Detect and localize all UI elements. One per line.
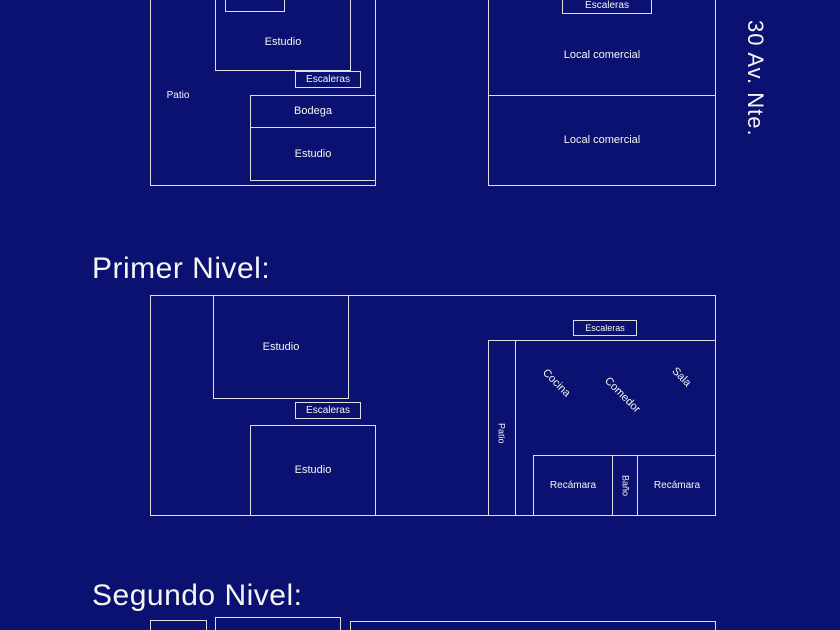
room-label: Local comercial (563, 48, 641, 61)
gf-stairwell-partial-box (225, 0, 285, 12)
room-label: Recámara (653, 480, 701, 491)
room-label: Local comercial (563, 134, 641, 146)
fn-room-estudio-bottom: Estudio (250, 425, 376, 516)
room-label: Patio (496, 422, 507, 444)
sf-partial-room-left (150, 620, 207, 630)
gf-room-local-comercial-1: Local comercial (488, 14, 716, 96)
room-label: Estudio (262, 340, 300, 353)
street-name-label: 30 Av. Nte. (743, 20, 768, 137)
fn-room-estudio-top: Estudio (213, 295, 349, 399)
fn-escaleras-left-box: Escaleras (295, 402, 361, 419)
gf-escaleras-right-box: Escaleras (562, 0, 652, 14)
room-label: Escaleras (585, 322, 625, 333)
gf-room-local-comercial-2: Local comercial (488, 96, 716, 185)
room-label: Escaleras (585, 0, 629, 11)
fn-room-bano: Baño (612, 455, 637, 516)
sf-partial-room-right (350, 621, 716, 630)
fn-room-recamara-2: Recámara (637, 455, 716, 516)
primer-nivel-heading: Primer Nivel: (92, 252, 271, 285)
gf-label-patio: Patio (166, 90, 190, 101)
gf-room-estudio-bottom: Estudio (250, 127, 376, 181)
gf-local-divider-wall (489, 95, 715, 96)
gf-right-building-outline (488, 0, 716, 186)
fn-patio-strip: Patio (494, 408, 508, 458)
sf-partial-room-middle (215, 617, 341, 630)
fn-patio-wall (515, 341, 516, 515)
room-label: Recámara (549, 480, 597, 491)
room-label: Estudio (294, 464, 332, 476)
gf-room-bodega: Bodega (250, 95, 376, 128)
fn-right-unit-outline (488, 340, 716, 516)
room-label: Baño (620, 475, 631, 497)
gf-escaleras-box: Escaleras (295, 71, 361, 88)
gf-left-building-outline (150, 0, 376, 186)
room-label: Escaleras (306, 73, 350, 85)
fn-escaleras-right-box: Escaleras (573, 320, 637, 336)
fn-room-recamara-1: Recámara (533, 455, 612, 516)
segundo-nivel-heading: Segundo Nivel: (92, 579, 303, 612)
room-label: Bodega (294, 105, 332, 117)
room-label: Estudio (264, 36, 302, 48)
room-label: Escaleras (306, 404, 350, 416)
gf-room-estudio-top: Estudio (215, 0, 351, 71)
room-label: Estudio (294, 147, 332, 160)
